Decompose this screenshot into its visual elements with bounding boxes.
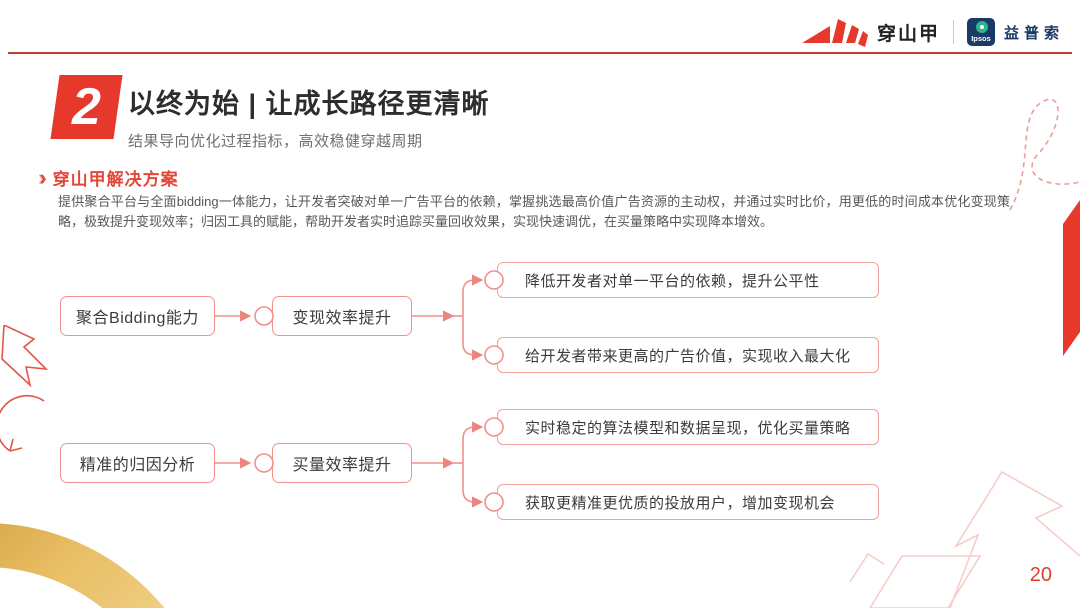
section-body-text: 提供聚合平台与全面bidding一体能力，让开发者突破对单一广告平台的依赖，掌握…: [58, 194, 1010, 230]
section-heading: 穿山甲解决方案: [52, 170, 179, 189]
red-parallelogram-decoration: [1063, 200, 1080, 356]
flow-source-box-2: 精准的归因分析: [60, 443, 215, 483]
section-number: 2: [72, 78, 101, 136]
flow-outcome-box: 降低开发者对单一平台的依赖，提升公平性: [497, 262, 879, 298]
header-brand-row: 穿山甲 Ipsos 益普索: [801, 16, 1064, 48]
flow-chart: 聚合Bidding能力 变现效率提升 降低开发者对单一平台的依赖，提升公平性 给…: [0, 250, 920, 535]
ipsos-logo-text: Ipsos: [971, 34, 991, 43]
title-block: 以终为始 | 让成长路径更清晰 结果导向优化过程指标，高效稳健穿越周期: [128, 82, 490, 151]
page-title: 以终为始 | 让成长路径更清晰: [128, 89, 490, 119]
page-subtitle: 结果导向优化过程指标，高效稳健穿越周期: [128, 133, 423, 150]
pangolin-logo-icon: [801, 19, 868, 47]
section-heading-row: › › 穿山甲解决方案: [38, 165, 179, 190]
chevron-icon: ›: [39, 164, 47, 190]
brand-name-ipsos-cn: 益普索: [1003, 24, 1064, 42]
flow-driver-box-1: 变现效率提升: [272, 296, 412, 336]
flow-outcome-box: 给开发者带来更高的广告价值，实现收入最大化: [497, 337, 879, 373]
flow-outcome-box: 获取更精准更优质的投放用户，增加变现机会: [497, 484, 879, 520]
ipsos-logo-dot-icon: [975, 21, 988, 33]
section-number-badge: 2: [50, 75, 123, 139]
page-number: 20: [1029, 564, 1052, 586]
header-rule-line: [8, 52, 1072, 54]
ipsos-logo: Ipsos: [966, 18, 995, 46]
flow-driver-box-2: 买量效率提升: [272, 443, 412, 483]
flow-source-box-1: 聚合Bidding能力: [60, 296, 215, 336]
flow-outcome-box: 实时稳定的算法模型和数据呈现，优化买量策略: [497, 409, 879, 445]
brand-divider: [952, 20, 954, 44]
chevron-icon: ›: [38, 164, 46, 190]
brand-name-chuanshanjia: 穿山甲: [876, 23, 940, 45]
